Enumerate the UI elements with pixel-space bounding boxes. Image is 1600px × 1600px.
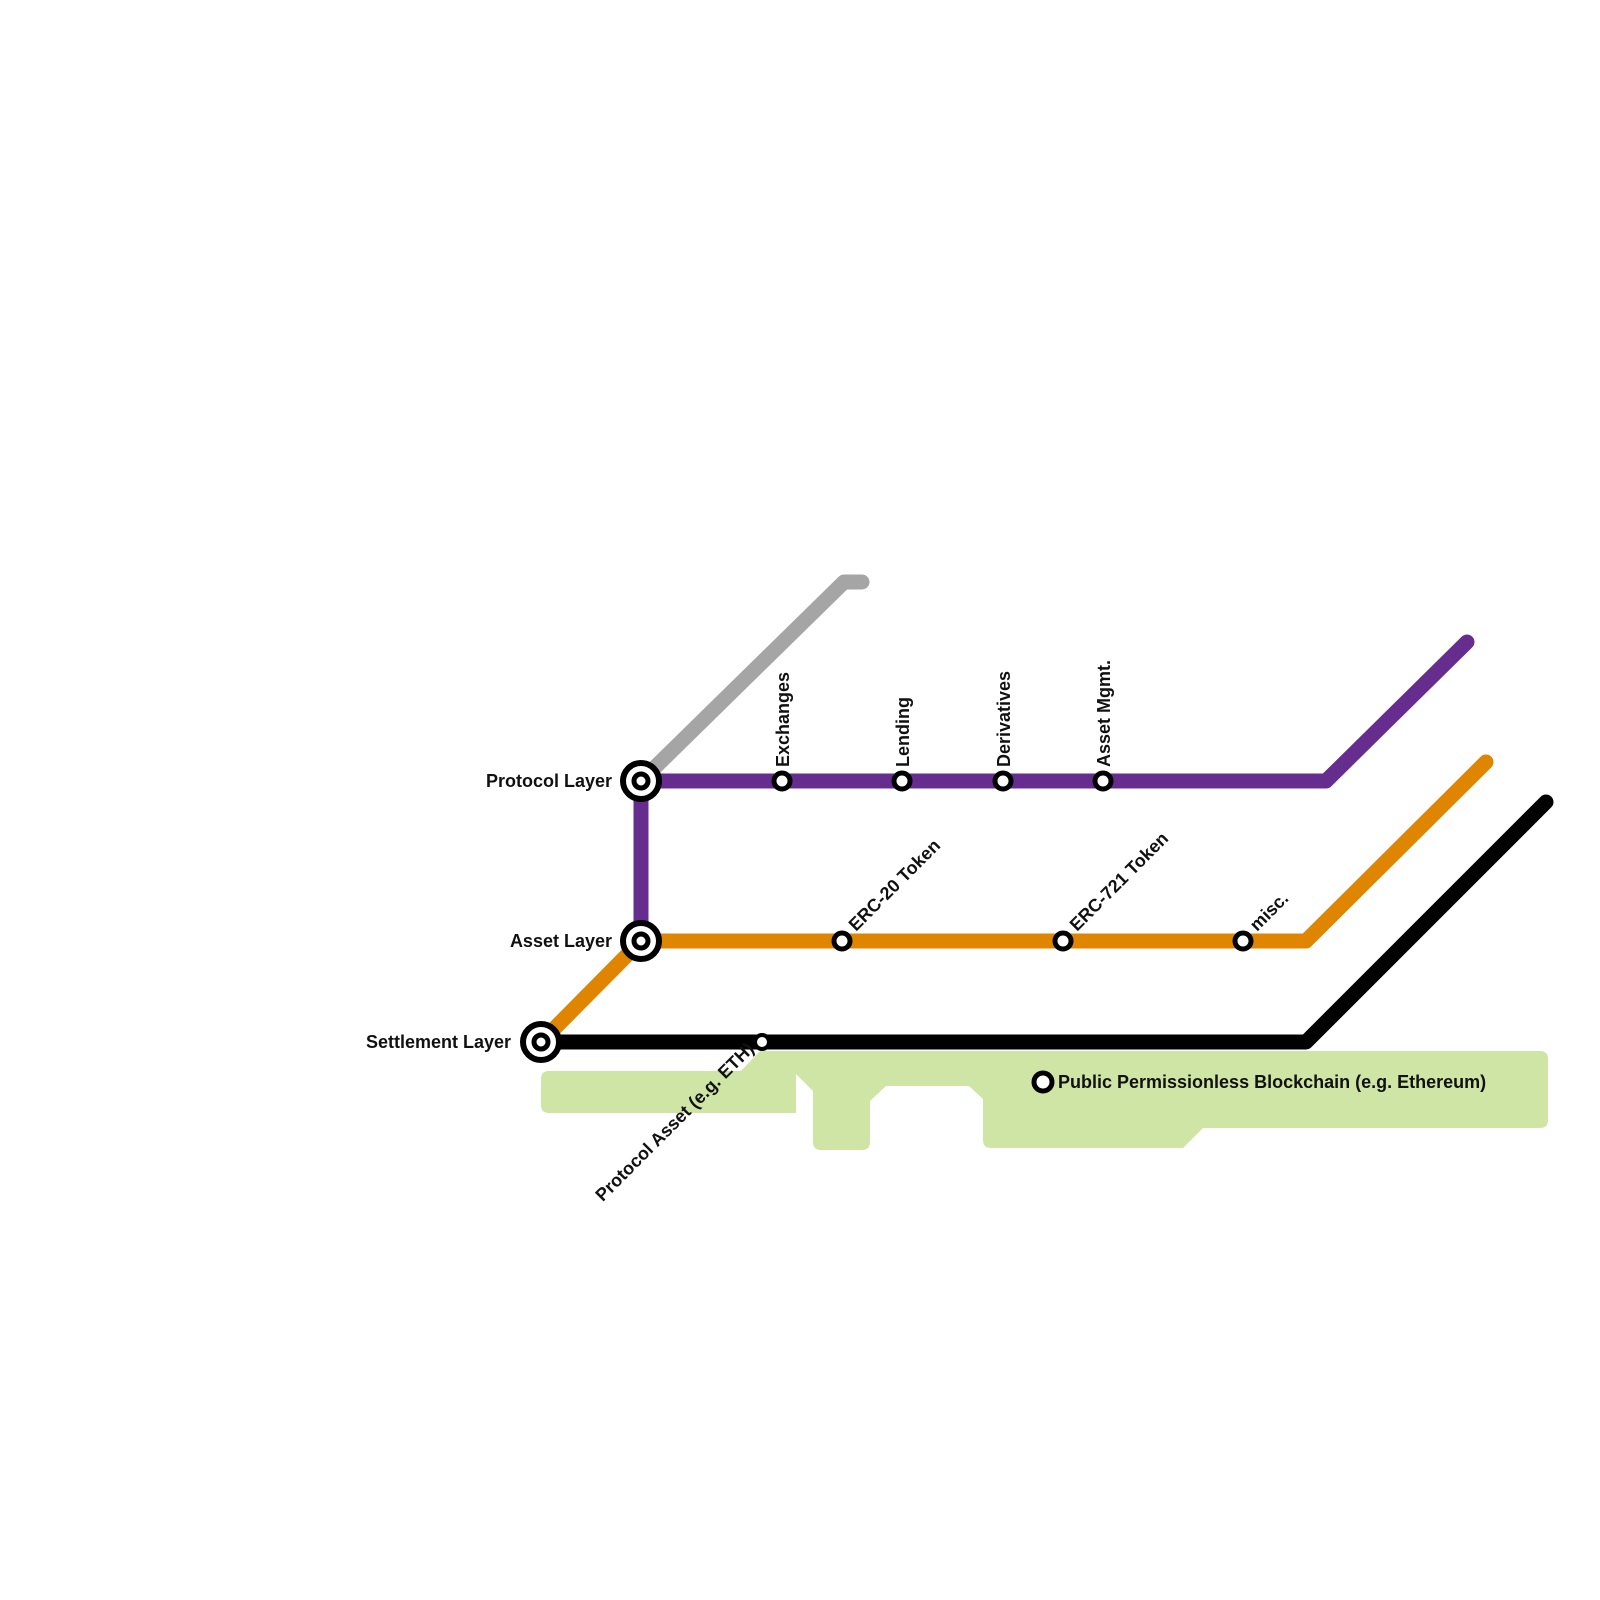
station-marker bbox=[831, 930, 853, 952]
station-marker bbox=[1092, 770, 1114, 792]
interchange-asset-layer[interactable] bbox=[620, 920, 662, 962]
interchange-inner-ring bbox=[631, 771, 651, 791]
region-label: Public Permissionless Blockchain (e.g. E… bbox=[1058, 1072, 1486, 1092]
station-marker bbox=[891, 770, 913, 792]
station-marker bbox=[753, 1033, 771, 1051]
interchange-label-protocol-layer: Protocol Layer bbox=[486, 771, 612, 791]
region-marker bbox=[1031, 1070, 1055, 1094]
station-label-misc: misc. bbox=[1246, 888, 1293, 935]
interchange-label-settlement-layer: Settlement Layer bbox=[366, 1032, 511, 1052]
station-marker bbox=[1052, 930, 1074, 952]
station-label-protocol-asset: Protocol Asset (e.g. ETH) bbox=[591, 1039, 757, 1205]
station-derivatives[interactable] bbox=[992, 770, 1014, 792]
asset-line bbox=[533, 754, 1494, 1050]
gray-line bbox=[633, 574, 870, 789]
interchange-label-asset-layer: Asset Layer bbox=[510, 931, 612, 951]
station-asset-mgmt[interactable] bbox=[1092, 770, 1114, 792]
station-misc[interactable] bbox=[1232, 930, 1254, 952]
station-erc721-token[interactable] bbox=[1052, 930, 1074, 952]
station-label-exchanges: Exchanges bbox=[773, 672, 793, 767]
station-marker bbox=[1232, 930, 1254, 952]
interchange-inner-ring bbox=[531, 1032, 551, 1052]
station-lending[interactable] bbox=[891, 770, 913, 792]
station-label-lending: Lending bbox=[893, 697, 913, 767]
station-label-erc721-token: ERC-721 Token bbox=[1066, 828, 1173, 935]
interchange-inner-ring bbox=[631, 931, 651, 951]
interchange-protocol-layer[interactable] bbox=[620, 760, 662, 802]
station-label-derivatives: Derivatives bbox=[994, 671, 1014, 767]
station-label-erc20-token: ERC-20 Token bbox=[845, 835, 944, 934]
station-erc20-token[interactable] bbox=[831, 930, 853, 952]
station-exchanges[interactable] bbox=[771, 770, 793, 792]
interchange-settlement-layer[interactable] bbox=[520, 1021, 562, 1063]
station-marker bbox=[1031, 1070, 1055, 1094]
protocol-line bbox=[633, 634, 1475, 949]
settlement-line bbox=[533, 794, 1554, 1050]
station-protocol-asset[interactable] bbox=[753, 1033, 771, 1051]
station-label-asset-mgmt: Asset Mgmt. bbox=[1094, 660, 1114, 767]
station-marker bbox=[992, 770, 1014, 792]
station-marker bbox=[771, 770, 793, 792]
blockchain-region bbox=[541, 1051, 1548, 1150]
